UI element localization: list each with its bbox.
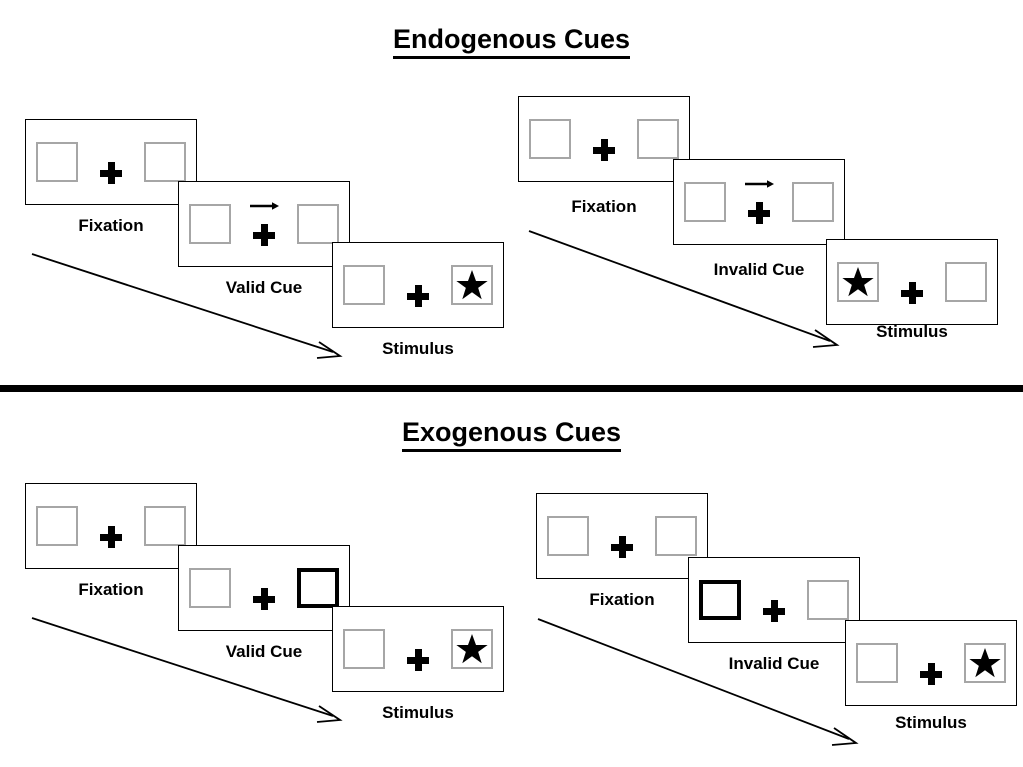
box-right (945, 262, 987, 302)
panel-label-exogenous-invalid-fixation: Fixation (589, 590, 655, 609)
plus-cross-icon (611, 536, 633, 558)
panel-label-exogenous-invalid-stimulus: Stimulus (895, 713, 967, 732)
fixation-center-with-cue (250, 202, 279, 246)
section-divider (0, 385, 1023, 392)
plus-cross-icon (748, 202, 770, 224)
box-right-cued (297, 568, 339, 608)
arrow-right-icon (745, 180, 774, 188)
panel-label-endogenous-invalid-fixation: Fixation (571, 197, 637, 216)
plus-cross-icon (100, 162, 122, 184)
fixation-center (407, 263, 429, 307)
box-right-target (451, 629, 493, 669)
section-title-exogenous-text: Exogenous Cues (401, 417, 622, 452)
panel-exogenous-invalid-stimulus (845, 620, 1017, 706)
panel-label-exogenous-invalid-cue: Invalid Cue (728, 654, 820, 673)
box-left (36, 506, 78, 546)
panel-label-exogenous-valid-stimulus: Stimulus (382, 703, 454, 722)
plus-cross-icon (920, 663, 942, 685)
star-icon (456, 634, 488, 664)
fixation-center (100, 504, 122, 548)
box-left (343, 629, 385, 669)
box-right (807, 580, 849, 620)
panel-exogenous-valid-cue (178, 545, 350, 631)
box-right (144, 142, 186, 182)
plus-cross-icon (593, 139, 615, 161)
panel-exogenous-valid-stimulus (332, 606, 504, 692)
fixation-center (253, 566, 275, 610)
box-left (189, 568, 231, 608)
box-left-cued (699, 580, 741, 620)
section-title-endogenous-text: Endogenous Cues (392, 24, 630, 59)
box-right (637, 119, 679, 159)
panel-label-endogenous-valid-fixation: Fixation (78, 216, 144, 235)
time-flow-arrow-icon (528, 230, 840, 348)
box-left (36, 142, 78, 182)
section-title-endogenous: Endogenous Cues (0, 24, 1023, 59)
panel-exogenous-invalid-fixation (536, 493, 708, 579)
panel-label-endogenous-valid-stimulus: Stimulus (382, 339, 454, 358)
box-right (792, 182, 834, 222)
fixation-center (407, 627, 429, 671)
plus-cross-icon (253, 588, 275, 610)
panel-label-endogenous-valid-cue: Valid Cue (225, 278, 303, 297)
panel-endogenous-invalid-cue (673, 159, 845, 245)
box-left (529, 119, 571, 159)
fixation-center (920, 641, 942, 685)
box-right (655, 516, 697, 556)
time-flow-arrow-icon (31, 617, 343, 723)
box-left (343, 265, 385, 305)
plus-cross-icon (763, 600, 785, 622)
plus-cross-icon (407, 649, 429, 671)
panel-endogenous-valid-stimulus (332, 242, 504, 328)
box-right (144, 506, 186, 546)
box-left (856, 643, 898, 683)
panel-endogenous-invalid-fixation (518, 96, 690, 182)
panel-endogenous-valid-fixation (25, 119, 197, 205)
arrow-right-icon (250, 202, 279, 210)
fixation-center (100, 140, 122, 184)
plus-cross-icon (253, 224, 275, 246)
panel-label-endogenous-invalid-cue: Invalid Cue (713, 260, 805, 279)
star-icon (969, 648, 1001, 678)
plus-cross-icon (100, 526, 122, 548)
box-left-target (837, 262, 879, 302)
panel-exogenous-valid-fixation (25, 483, 197, 569)
plus-cross-icon (407, 285, 429, 307)
fixation-center (593, 117, 615, 161)
panel-endogenous-valid-cue (178, 181, 350, 267)
panel-exogenous-invalid-cue (688, 557, 860, 643)
section-title-exogenous: Exogenous Cues (0, 417, 1023, 452)
fixation-center (611, 514, 633, 558)
time-flow-arrow-icon (31, 253, 343, 359)
fixation-center (901, 260, 923, 304)
fixation-center (763, 578, 785, 622)
time-flow-arrow-icon (537, 618, 859, 746)
panel-label-exogenous-valid-fixation: Fixation (78, 580, 144, 599)
box-right-target (451, 265, 493, 305)
fixation-center-with-cue (745, 180, 774, 224)
panel-label-exogenous-valid-cue: Valid Cue (225, 642, 303, 661)
star-icon (456, 270, 488, 300)
box-left (684, 182, 726, 222)
box-left (547, 516, 589, 556)
box-left (189, 204, 231, 244)
plus-cross-icon (901, 282, 923, 304)
box-right-target (964, 643, 1006, 683)
panel-endogenous-invalid-stimulus (826, 239, 998, 325)
panel-label-endogenous-invalid-stimulus: Stimulus (876, 322, 948, 341)
star-icon (842, 267, 874, 297)
box-right (297, 204, 339, 244)
